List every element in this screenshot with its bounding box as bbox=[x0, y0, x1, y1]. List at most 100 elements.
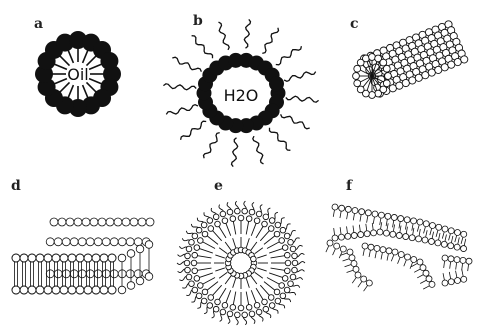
surfactant-head bbox=[145, 241, 153, 249]
surfactant-tail bbox=[257, 255, 267, 258]
surfactant-head bbox=[353, 266, 359, 272]
surfactant-head bbox=[196, 293, 202, 299]
surfactant-head bbox=[282, 245, 288, 251]
surfactant-head bbox=[398, 216, 404, 222]
surfactant-head bbox=[44, 286, 52, 294]
surfactant-head bbox=[268, 295, 274, 301]
surfactant-tail bbox=[360, 215, 361, 222]
surfactant-head bbox=[102, 270, 110, 278]
surfactant-head bbox=[52, 286, 60, 294]
surfactant-head bbox=[362, 55, 369, 62]
surfactant-tail bbox=[449, 272, 450, 279]
surfactant-head bbox=[197, 283, 203, 289]
surfactant-head bbox=[192, 252, 198, 258]
surfactant-tail bbox=[83, 85, 89, 99]
panel-label-a: a bbox=[34, 16, 43, 32]
surfactant-head bbox=[227, 209, 233, 215]
surfactant-head bbox=[20, 286, 28, 294]
surfactant-tail bbox=[404, 260, 407, 266]
surfactant-tail bbox=[456, 271, 457, 278]
surfactant-tail bbox=[363, 249, 364, 256]
surfactant-tail bbox=[59, 55, 70, 66]
surfactant-head bbox=[20, 254, 28, 262]
surfactant-tail bbox=[68, 85, 74, 99]
surfactant-head bbox=[392, 249, 398, 255]
surfactant-head bbox=[186, 246, 192, 252]
surfactant-head bbox=[12, 286, 20, 294]
surfactant-head bbox=[82, 218, 90, 226]
surfactant-head bbox=[409, 235, 415, 241]
surfactant-head bbox=[185, 253, 191, 259]
surfactant-tail bbox=[450, 262, 451, 269]
surfactant-tail bbox=[255, 248, 263, 254]
surfactant-tail bbox=[246, 278, 249, 288]
surfactant-head bbox=[290, 274, 296, 280]
surfactant-head bbox=[405, 254, 411, 260]
surfactant-head bbox=[118, 254, 126, 262]
surfactant-head bbox=[130, 218, 138, 226]
vesicle-diagram bbox=[177, 201, 305, 325]
surfactant-head bbox=[222, 302, 228, 308]
surfactant-tail bbox=[257, 268, 267, 271]
surfactant-tail bbox=[442, 232, 444, 239]
surfactant-head bbox=[136, 245, 144, 253]
surfactant-head bbox=[189, 239, 195, 245]
surfactant-head bbox=[254, 302, 260, 308]
surfactant-head bbox=[68, 286, 76, 294]
surfactant-head bbox=[222, 218, 228, 224]
surfactant-tail bbox=[399, 222, 400, 229]
surfactant-tail bbox=[204, 133, 220, 159]
surfactant-tail bbox=[414, 269, 420, 272]
surfactant-head bbox=[372, 211, 378, 217]
surfactant-head bbox=[269, 218, 275, 224]
surfactant-head bbox=[442, 255, 448, 261]
surfactant-head bbox=[417, 259, 423, 265]
surfactant-tail bbox=[225, 242, 231, 250]
surfactant-tail bbox=[462, 269, 463, 276]
surfactant-tail bbox=[391, 255, 394, 261]
surfactant-tail bbox=[256, 226, 264, 238]
surfactant-head bbox=[354, 65, 361, 72]
surfactant-tail bbox=[212, 230, 222, 241]
surfactant-head bbox=[428, 238, 434, 244]
surfactant-head bbox=[385, 73, 392, 80]
surfactant-head bbox=[345, 233, 351, 239]
surfactant-head bbox=[371, 230, 377, 236]
surfactant-head bbox=[455, 278, 461, 284]
surfactant-head bbox=[197, 238, 203, 244]
surfactant-head bbox=[423, 221, 429, 227]
surfactant-tail bbox=[86, 82, 97, 93]
surfactant-head bbox=[230, 305, 236, 311]
surfactant-head bbox=[339, 205, 345, 211]
surfactant-head bbox=[213, 214, 219, 220]
surfactant-head bbox=[332, 204, 338, 210]
surfactant-head bbox=[398, 252, 404, 258]
surfactant-head bbox=[351, 261, 357, 267]
surfactant-tail bbox=[373, 217, 374, 224]
surfactant-head bbox=[448, 243, 454, 249]
surfactant-tail bbox=[468, 264, 469, 271]
surfactant-head bbox=[423, 270, 429, 276]
surfactant-head bbox=[461, 246, 467, 252]
surfactant-head bbox=[403, 234, 409, 240]
surfactant-head bbox=[90, 218, 98, 226]
surfactant-head bbox=[369, 54, 376, 61]
surfactant-tail bbox=[405, 223, 406, 230]
surfactant-head bbox=[86, 238, 94, 246]
surfactant-tail bbox=[276, 46, 302, 65]
surfactant-tail bbox=[271, 268, 286, 270]
surfactant-tail bbox=[246, 292, 249, 306]
surfactant-head bbox=[227, 311, 233, 317]
surfactant-head bbox=[280, 227, 286, 233]
surfactant-tail bbox=[393, 220, 394, 227]
surfactant-head bbox=[126, 270, 134, 278]
surfactant-head bbox=[114, 218, 122, 226]
surfactant-tail bbox=[393, 224, 394, 231]
surfactant-head bbox=[290, 246, 296, 252]
surfactant-head bbox=[52, 254, 60, 262]
surfactant-tail bbox=[215, 255, 225, 258]
surfactant-head bbox=[58, 218, 66, 226]
surfactant-tail bbox=[419, 229, 420, 236]
surfactant-head bbox=[196, 227, 202, 233]
surfactant-tail bbox=[372, 223, 373, 230]
